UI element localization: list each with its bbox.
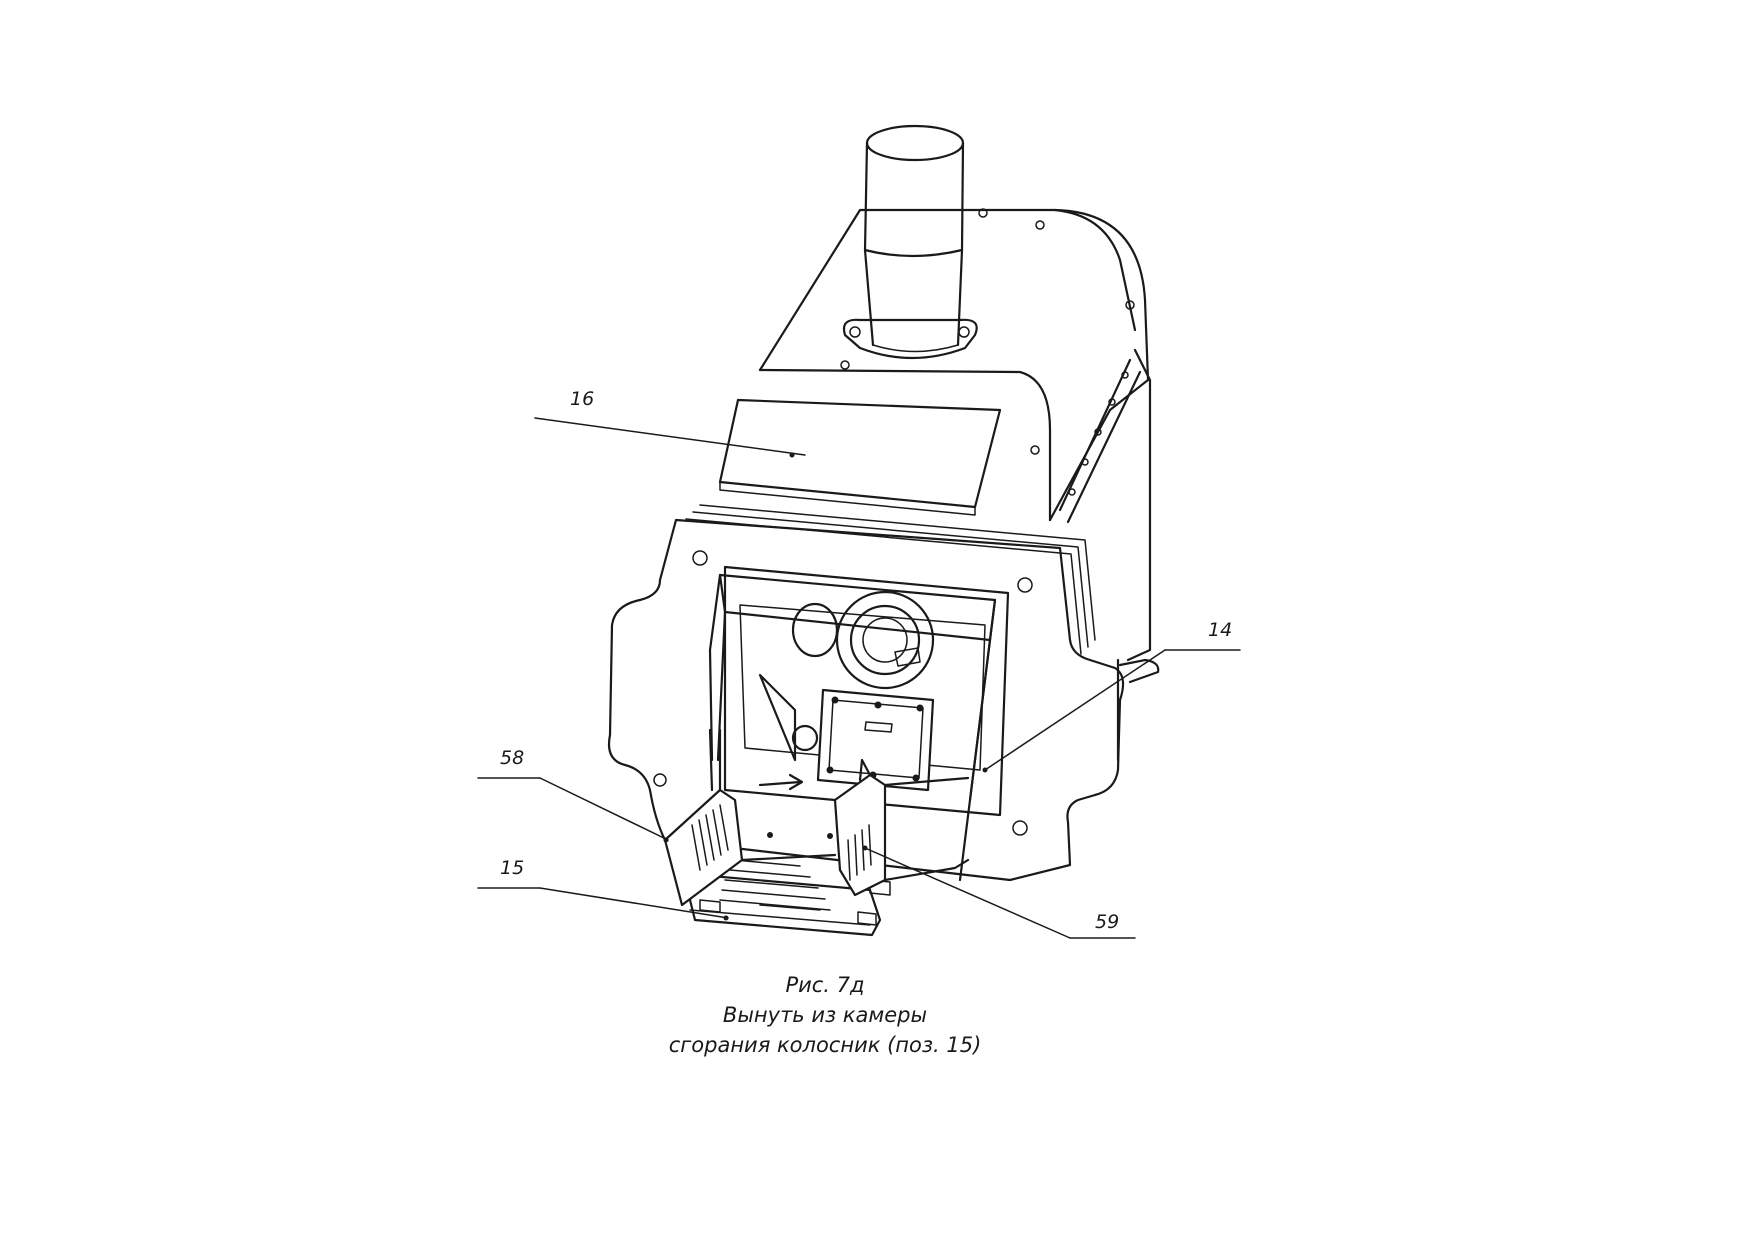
combustion-chamber [708,573,997,882]
callout-label-14: 14 [1208,619,1232,641]
caption-line-2: Вынуть из камеры [723,1003,927,1027]
callout-58: 58 [477,747,669,843]
left-guide-slots [691,804,729,871]
callout-59: 59 [862,845,1136,939]
grate-tray-15 [663,728,970,937]
callout-14: 14 [982,619,1241,773]
callout-label-15: 15 [500,857,524,879]
figure-caption: Рис. 7д Вынуть из камеры сгорания колосн… [669,973,982,1057]
caption-line-3: сгорания колосник (поз. 15) [669,1033,982,1057]
right-guide-slots [847,824,872,881]
callout-16: 16 [534,388,806,458]
cover-plate-16 [718,398,1002,516]
callout-label-16: 16 [570,388,594,410]
caption-figure-number: Рис. 7д [785,973,864,997]
exhaust-pipe [842,124,978,360]
callout-label-58: 58 [500,747,524,769]
burner-housing [758,208,1160,762]
callout-15: 15 [477,857,729,921]
callout-label-59: 59 [1095,911,1119,933]
front-flange-plate [607,504,1125,882]
